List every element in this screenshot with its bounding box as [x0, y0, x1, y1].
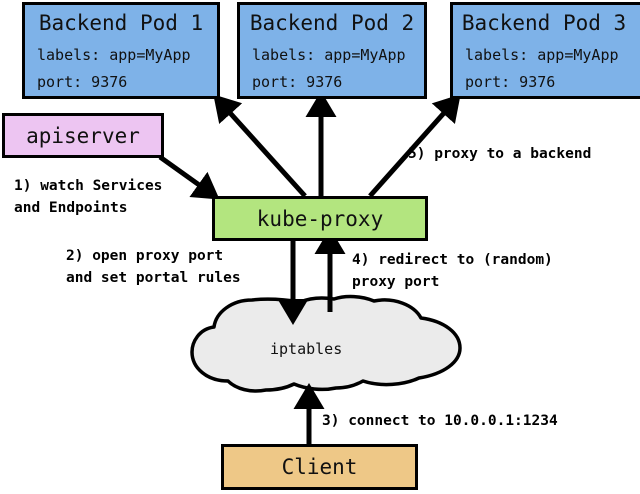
annotation-step-2-line-1: 2) open proxy port [66, 248, 224, 264]
annotation-step-1-line-2: and Endpoints [14, 200, 128, 216]
backend-pod-1-title: Backend Pod 1 [38, 11, 204, 35]
backend-pod-3-labels: labels: app=MyApp [465, 46, 619, 64]
annotation-step-4-line-1: 4) redirect to (random) [352, 252, 553, 268]
backend-pod-3-box[interactable]: Backend Pod 3 labels: app=MyApp port: 93… [450, 2, 640, 99]
client-box[interactable]: Client [221, 444, 418, 490]
backend-pod-2-box[interactable]: Backend Pod 2 labels: app=MyApp port: 93… [237, 2, 427, 99]
annotation-step-5: 5) proxy to a backend [408, 146, 592, 162]
backend-pod-2-port: port: 9376 [252, 73, 343, 91]
annotation-step-1-line-1: 1) watch Services [14, 178, 163, 194]
backend-pod-1-box[interactable]: Backend Pod 1 labels: app=MyApp port: 93… [22, 2, 220, 99]
backend-pod-3-port: port: 9376 [465, 73, 556, 91]
arrow-kubeproxy-to-pod3 [368, 94, 461, 198]
iptables-label: iptables [270, 340, 343, 358]
arrow-kubeproxy-to-pod1 [213, 94, 307, 198]
backend-pod-2-labels: labels: app=MyApp [252, 46, 406, 64]
backend-pod-3-title: Backend Pod 3 [461, 11, 627, 35]
annotation-step-4-line-2: proxy port [352, 274, 440, 290]
kube-proxy-box[interactable]: kube-proxy [212, 196, 428, 241]
client-label: Client [281, 455, 358, 479]
annotation-step-3: 3) connect to 10.0.0.1:1234 [322, 413, 558, 429]
kube-proxy-label: kube-proxy [256, 207, 384, 231]
backend-pod-2-title: Backend Pod 2 [249, 11, 415, 35]
backend-pod-1-port: port: 9376 [37, 73, 128, 91]
annotation-step-2-line-2: and set portal rules [66, 270, 241, 286]
apiserver-label: apiserver [26, 124, 140, 148]
arrow-apiserver-to-kubeproxy [158, 154, 220, 200]
apiserver-box[interactable]: apiserver [2, 113, 164, 158]
backend-pod-1-labels: labels: app=MyApp [37, 46, 191, 64]
